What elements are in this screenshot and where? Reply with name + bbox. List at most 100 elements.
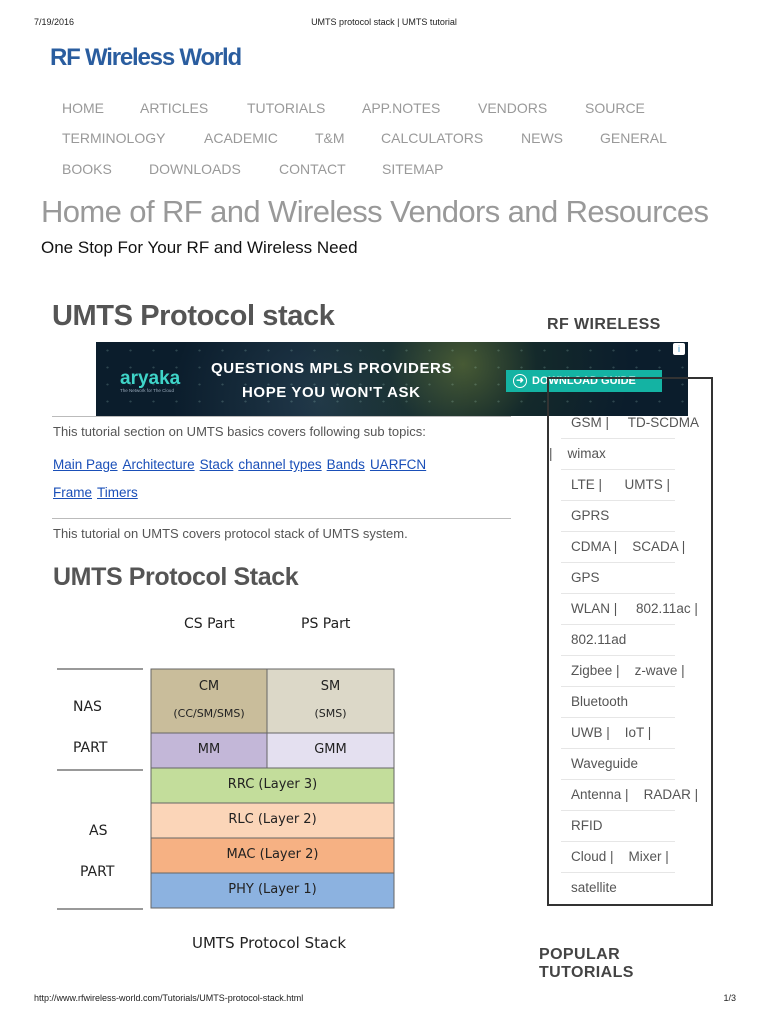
nav-academic[interactable]: ACADEMIC xyxy=(204,130,278,146)
sidebar-link-gprs[interactable]: GPRS xyxy=(571,508,610,523)
cm-sub-label: (CC/SM/SMS) xyxy=(173,707,245,720)
sidebar-link-antenna[interactable]: Antenna | xyxy=(571,787,629,802)
nav-calculators[interactable]: CALCULATORS xyxy=(381,130,484,146)
sidebar-link-gsm[interactable]: GSM | xyxy=(571,415,610,430)
nav-sitemap[interactable]: SITEMAP xyxy=(382,161,444,177)
sidebar-row-divider xyxy=(561,469,675,470)
nav-contact[interactable]: CONTACT xyxy=(279,161,346,177)
sidebar-row: CDMA | SCADA | xyxy=(571,539,685,554)
sidebar-link-uwb[interactable]: UWB | xyxy=(571,725,610,740)
sidebar-row-divider xyxy=(561,531,675,532)
sidebar-link-rfid[interactable]: RFID xyxy=(571,818,603,833)
sidebar-link-80211ac[interactable]: 802.11ac | xyxy=(636,601,698,616)
sidebar-row-divider xyxy=(561,779,675,780)
sidebar-row-divider xyxy=(561,810,675,811)
sidebar-row-divider xyxy=(561,624,675,625)
sidebar-link-radar[interactable]: RADAR | xyxy=(643,787,699,802)
sidebar-row: UWB | IoT | xyxy=(571,725,651,740)
sidebar-row-divider xyxy=(561,748,675,749)
sidebar-link-satellite[interactable]: satellite xyxy=(571,880,617,895)
sidebar-row-divider xyxy=(561,655,675,656)
sidebar-link-scada[interactable]: SCADA | xyxy=(632,539,686,554)
link-stack[interactable]: Stack xyxy=(199,457,234,472)
link-bands[interactable]: Bands xyxy=(326,457,365,472)
sidebar-row-divider xyxy=(561,841,675,842)
sidebar-heading: RF WIRELESS xyxy=(547,316,661,333)
sidebar-link-iot[interactable]: IoT | xyxy=(624,725,652,740)
sidebar-link-80211ad[interactable]: 802.11ad xyxy=(571,632,627,647)
mac-label: MAC (Layer 2) xyxy=(226,847,319,862)
rrc-label: RRC (Layer 3) xyxy=(227,777,318,792)
nav-source[interactable]: SOURCE xyxy=(585,100,645,116)
nav-articles[interactable]: ARTICLES xyxy=(140,100,209,116)
nav-tm[interactable]: T&M xyxy=(315,130,345,146)
sidebar-link-waveguide[interactable]: Waveguide xyxy=(571,756,639,771)
sidebar-link-wlan[interactable]: WLAN | xyxy=(571,601,618,616)
site-tagline: Home of RF and Wireless Vendors and Reso… xyxy=(41,194,709,229)
sidebar-row: GPS xyxy=(571,570,600,585)
sidebar-row: Antenna | RADAR | xyxy=(571,787,698,802)
link-main-page[interactable]: Main Page xyxy=(53,457,118,472)
sidebar-link-mixer[interactable]: Mixer | xyxy=(628,849,669,864)
mm-label: MM xyxy=(197,742,221,757)
section-title: UMTS Protocol Stack xyxy=(53,563,299,591)
nav-vendors[interactable]: VENDORS xyxy=(478,100,548,116)
sidebar-row: Bluetooth xyxy=(571,694,628,709)
sidebar-link-cloud[interactable]: Cloud | xyxy=(571,849,614,864)
sidebar-row: GSM | TD-SCDMA xyxy=(571,415,699,430)
link-uarfcn[interactable]: UARFCN xyxy=(369,457,427,472)
arrow-right-icon: ➜ xyxy=(513,374,527,388)
nav-home[interactable]: HOME xyxy=(62,100,104,116)
intro-text: This tutorial section on UMTS basics cov… xyxy=(53,424,426,439)
sm-label: SM xyxy=(320,679,341,694)
cm-label: CM xyxy=(198,679,220,694)
page-title: UMTS Protocol stack xyxy=(52,300,335,332)
subtopic-links: Main Page Architecture Stack channel types B… xyxy=(53,451,513,507)
nav-general[interactable]: GENERAL xyxy=(600,130,667,146)
sidebar-link-lte[interactable]: LTE | xyxy=(571,477,603,492)
link-timers[interactable]: Timers xyxy=(97,485,138,500)
nav-tutorials[interactable]: TUTORIALS xyxy=(247,100,326,116)
popular-tutorials-heading: POPULAR TUTORIALS xyxy=(539,946,634,982)
nav-downloads[interactable]: DOWNLOADS xyxy=(149,161,241,177)
sidebar-row: LTE | UMTS | xyxy=(571,477,670,492)
sm-sub-label: (SMS) xyxy=(314,707,347,720)
sidebar-link-gps[interactable]: GPS xyxy=(571,570,600,585)
print-footer: http://www.rfwireless-world.com/Tutorial… xyxy=(0,993,768,1007)
sidebar-link-umts[interactable]: UMTS | xyxy=(624,477,671,492)
ad-info-icon[interactable]: i xyxy=(673,343,685,355)
sidebar-link-bluetooth[interactable]: Bluetooth xyxy=(571,694,629,709)
sidebar-row-divider xyxy=(561,717,675,718)
link-channel-types[interactable]: channel types xyxy=(238,457,322,472)
ad-headline-1: QUESTIONS MPLS PROVIDERS xyxy=(211,360,453,377)
link-frame[interactable]: Frame xyxy=(53,485,93,500)
sidebar-row-divider xyxy=(561,500,675,501)
print-url: http://www.rfwireless-world.com/Tutorial… xyxy=(34,993,304,1003)
sidebar-link-zigbee[interactable]: Zigbee | xyxy=(571,663,620,678)
sidebar-row-divider xyxy=(561,872,675,873)
ad-brand-sub: The Network for The Cloud xyxy=(120,388,174,393)
sidebar-link-cdma[interactable]: CDMA | xyxy=(571,539,618,554)
print-header: 7/19/2016 UMTS protocol stack | UMTS tut… xyxy=(0,17,768,31)
ad-banner[interactable]: aryaka The Network for The Cloud QUESTIO… xyxy=(96,342,688,416)
nas-label: NAS xyxy=(73,699,102,715)
cs-part-label: CS Part xyxy=(184,616,235,632)
sidebar-link-list: GSM | TD-SCDMA | wimax LTE | UMTS | GPRS… xyxy=(547,377,713,906)
sidebar-link-wimax[interactable]: wimax xyxy=(567,446,606,461)
link-architecture[interactable]: Architecture xyxy=(122,457,195,472)
sidebar-row: | wimax xyxy=(549,446,606,461)
diagram-caption: UMTS Protocol Stack xyxy=(192,934,347,952)
popular-line-2: TUTORIALS xyxy=(539,964,634,981)
sidebar-link-zwave[interactable]: z-wave | xyxy=(634,663,685,678)
sidebar-row: RFID xyxy=(571,818,603,833)
as-label: AS xyxy=(89,823,108,839)
nav-terminology[interactable]: TERMINOLOGY xyxy=(62,130,166,146)
sidebar-row: WLAN | 802.11ac | xyxy=(571,601,698,616)
sidebar-row-divider xyxy=(561,593,675,594)
site-logo[interactable]: RF Wireless World xyxy=(50,44,242,71)
nav-news[interactable]: NEWS xyxy=(521,130,563,146)
sidebar-link-td-scdma[interactable]: TD-SCDMA xyxy=(627,415,700,430)
nav-books[interactable]: BOOKS xyxy=(62,161,112,177)
nav-appnotes[interactable]: APP.NOTES xyxy=(362,100,441,116)
as-part-label: PART xyxy=(80,864,115,880)
